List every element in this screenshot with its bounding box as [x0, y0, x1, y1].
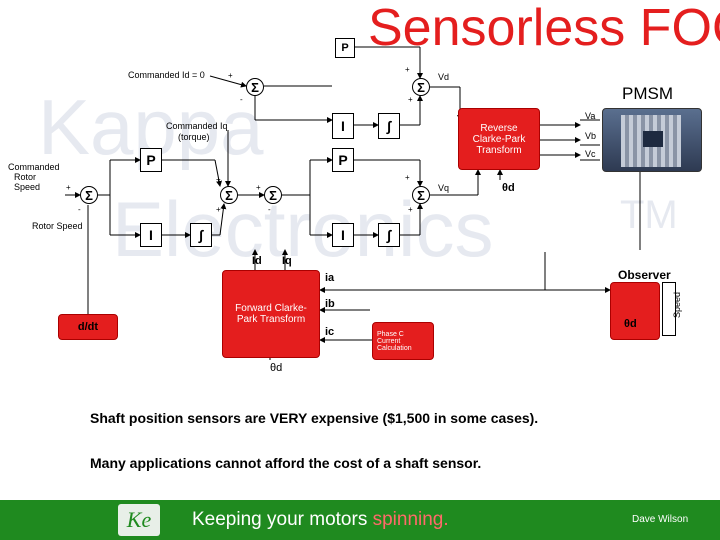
vc-label: Vc — [585, 149, 596, 159]
integral-block-d: ∫ — [378, 113, 400, 139]
forward-clarke-park-block: Forward Clarke-Park Transform — [222, 270, 320, 358]
id-label: Id — [252, 255, 262, 267]
sign: - — [78, 205, 81, 214]
i-block-d: I — [332, 113, 354, 139]
sign: + — [405, 65, 410, 74]
sign: + — [405, 173, 410, 182]
logo-box: Ke — [118, 504, 160, 536]
commanded-speed-l3: Speed — [14, 182, 41, 192]
rotor-speed-label: Rotor Speed — [32, 221, 83, 231]
tagline-b: spinning. — [372, 509, 449, 530]
commanded-iq-label: Commanded Iq — [166, 121, 228, 131]
va-label: Va — [585, 111, 596, 121]
commanded-id-label: Commanded Id = 0 — [128, 70, 205, 80]
sign: - — [240, 95, 243, 104]
motor-image — [602, 108, 702, 172]
body-text-line1: Shaft position sensors are VERY expensiv… — [90, 410, 539, 426]
integral-block-q: ∫ — [378, 223, 400, 247]
sign: - — [268, 205, 271, 214]
observer-theta-label: θd — [624, 318, 637, 330]
summer-vq: Σ — [412, 186, 430, 204]
p-block-q: P — [332, 148, 354, 172]
logo-text: Ke — [126, 507, 152, 532]
reverse-clarke-park-block: Reverse Clarke-Park Transform — [458, 108, 540, 170]
summer-d: Σ — [246, 78, 264, 96]
sign: + — [66, 183, 71, 192]
i-block-speed: I — [140, 223, 162, 247]
summer-speed-pi: Σ — [220, 186, 238, 204]
vq-label: Vq — [438, 183, 450, 193]
footer-bar: Ke Keeping your motors spinning. Dave Wi… — [0, 500, 720, 540]
body-text-line2: Many applications cannot afford the cost… — [90, 455, 482, 471]
vd-label: Vd — [438, 72, 450, 82]
ic-label: ic — [325, 326, 335, 338]
commanded-speed-l1: Commanded — [8, 162, 60, 172]
ddt-block: d/dt — [58, 314, 118, 340]
sign: + — [256, 183, 261, 192]
commanded-speed-l2: Rotor — [14, 172, 37, 182]
sign: + — [228, 71, 233, 80]
watermark-electronics: Electronics — [112, 185, 494, 273]
ia-label: ia — [325, 272, 335, 284]
phase-c-calc-block: Phase C Current Calculation — [372, 322, 434, 360]
speed-output-box — [662, 282, 676, 336]
ib-label: ib — [325, 298, 335, 310]
vb-label: Vb — [585, 131, 597, 141]
summer-vd: Σ — [412, 78, 430, 96]
footer-author: Dave Wilson — [632, 514, 689, 525]
sign: + — [408, 205, 413, 214]
observer-label: Observer — [618, 268, 671, 282]
integral-block-speed: ∫ — [190, 223, 212, 247]
observer-block — [610, 282, 660, 340]
wiring-diagram — [65, 46, 641, 360]
theta-rev-label: θd — [502, 182, 515, 194]
summer-speed: Σ — [80, 186, 98, 204]
sign: + — [216, 205, 221, 214]
watermark-tm: TM — [620, 193, 678, 237]
commanded-iq-sub: (torque) — [178, 132, 210, 142]
i-block-q: I — [332, 223, 354, 247]
iq-label: Iq — [282, 255, 292, 267]
sign: + — [216, 175, 221, 184]
pmsm-label: PMSM — [622, 84, 673, 103]
sign: + — [408, 95, 413, 104]
footer-tagline: Keeping your motors spinning. — [192, 509, 449, 531]
summer-q: Σ — [264, 186, 282, 204]
p-block-speed: P — [140, 148, 162, 172]
theta-fwd-label: θd — [270, 362, 283, 374]
tagline-a: Keeping your motors — [192, 509, 373, 530]
page-title: Sensorless FOC — [368, 0, 720, 57]
p-block-top: P — [335, 38, 355, 58]
